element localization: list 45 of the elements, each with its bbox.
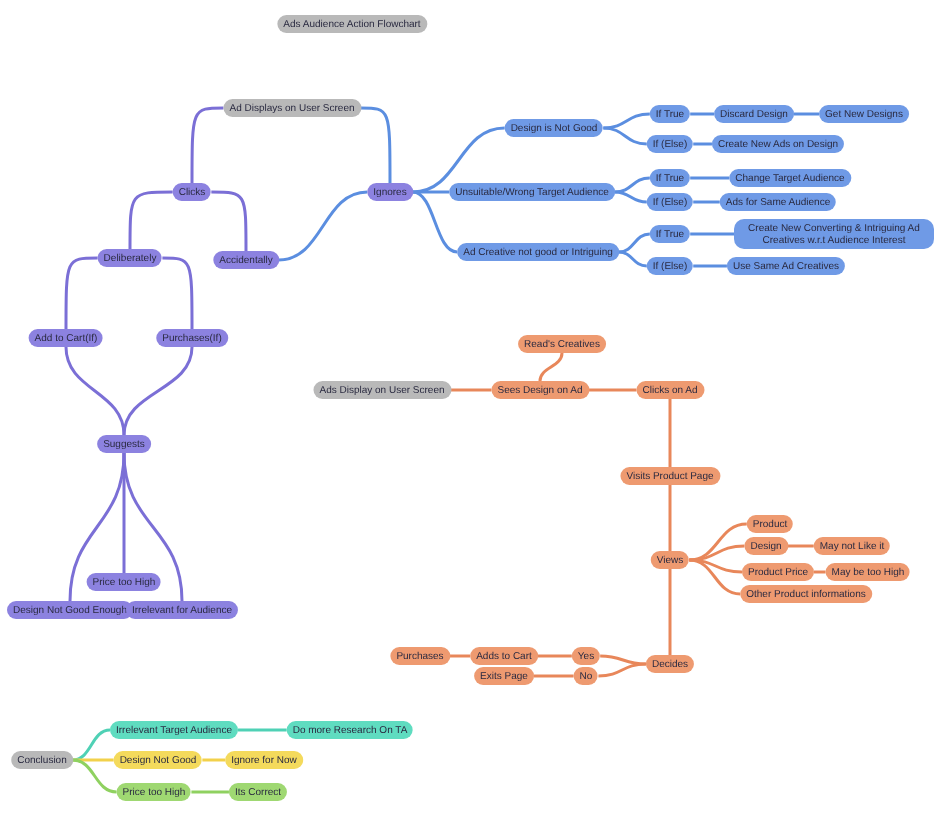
connector-line [537, 654, 572, 658]
connector-line [588, 388, 637, 392]
connector-line [693, 142, 712, 146]
connector-line [538, 352, 564, 382]
connector-line [412, 190, 450, 194]
connector-line [689, 558, 741, 596]
connector-line [668, 399, 672, 467]
connector-line [614, 190, 647, 204]
connector-line [122, 452, 184, 602]
connector-line [668, 485, 672, 551]
connector-line [122, 346, 194, 436]
connector-line [787, 544, 814, 548]
connector-line [793, 112, 820, 116]
connector-line [450, 388, 492, 392]
connector-line [690, 112, 715, 116]
connector-line [72, 728, 111, 762]
connector-line [278, 190, 368, 262]
connector-line [689, 544, 745, 562]
connector-line [202, 758, 226, 762]
connector-line [693, 200, 720, 204]
connector-line [690, 232, 734, 236]
connector-line [693, 264, 727, 268]
connector-line [600, 654, 646, 666]
connector-line [412, 126, 505, 194]
connector-line [412, 190, 458, 254]
connector-line [449, 654, 471, 658]
connector-line [814, 570, 826, 574]
connector-line [614, 176, 650, 194]
connector-line [690, 176, 730, 180]
connector-line [618, 250, 647, 268]
connector-line [72, 758, 117, 794]
connector-line [128, 190, 173, 249]
connector-line [162, 256, 194, 329]
connector-line [533, 674, 574, 678]
connector-line [68, 452, 126, 602]
connector-line [238, 728, 287, 732]
connector-line [618, 232, 650, 254]
connector-line [211, 190, 248, 251]
connector-line [603, 126, 647, 146]
connector-line [603, 112, 650, 130]
connector-line [598, 662, 646, 678]
connector-line [668, 569, 672, 655]
connector-line [64, 346, 126, 436]
connector-line [64, 256, 98, 329]
connector-line [191, 790, 229, 794]
